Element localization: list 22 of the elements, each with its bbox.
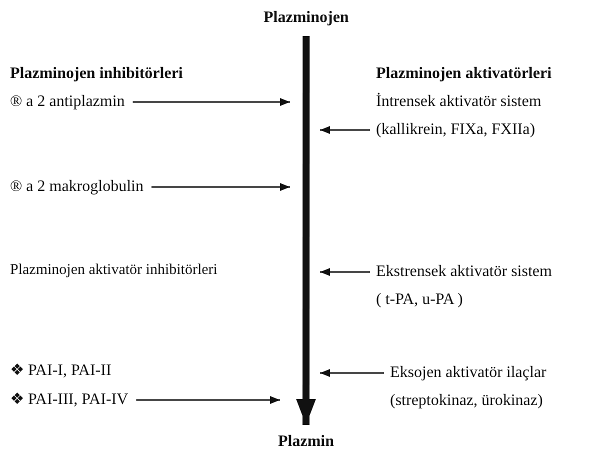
section-heading: Plazminojen aktivatörleri [376,64,552,84]
inhibitor-label: ❖ PAI-III, PAI-IV [10,390,128,410]
activator-detail: ( t-PA, u-PA ) [376,290,464,310]
inhibitor-label: ® a 2 makroglobulin [10,177,144,197]
inhibitor-label: ® a 2 antiplazmin [10,92,125,112]
activator-label: Ekstrensek aktivatör sistem [376,262,552,282]
arrow [320,268,370,276]
section-heading: Plazminojen inhibitörleri [10,64,183,84]
arrow [296,36,316,425]
arrow [132,98,290,106]
product-label: Plazminojen [264,8,349,28]
arrow [320,369,384,377]
activator-label: Eksojen aktivatör ilaçlar [390,363,546,383]
group-heading: Plazminojen aktivatör inhibitörleri [10,261,218,280]
arrow [320,126,370,134]
inhibitor-label: ❖ PAI-I, PAI-II [10,361,112,381]
activator-detail: (kallikrein, FIXa, FXIIa) [376,120,536,140]
product-label: Plazmin [278,432,334,452]
arrow [151,183,290,191]
activator-detail: (streptokinaz, ürokinaz) [390,391,544,411]
arrow [136,396,280,404]
activator-label: İntrensek aktivatör sistem [376,92,542,112]
